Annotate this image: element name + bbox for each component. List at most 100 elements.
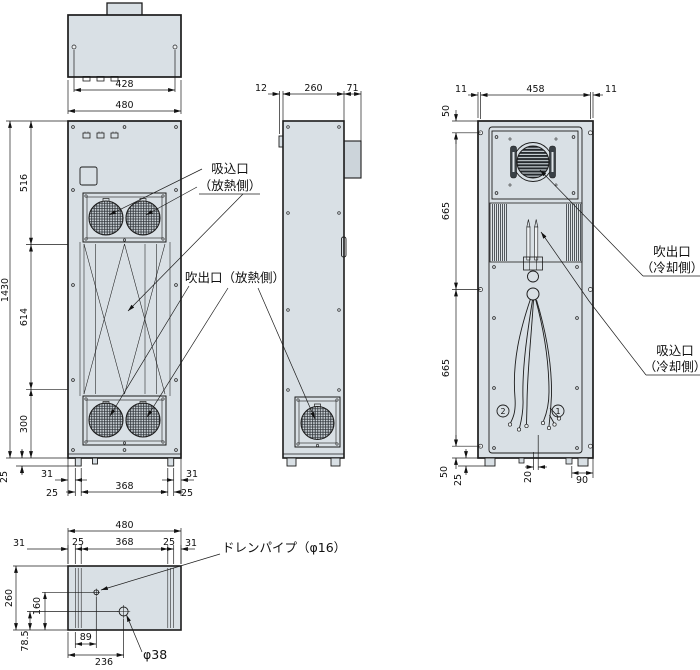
fins-right [565, 204, 581, 261]
leader-line [539, 169, 644, 277]
dim-front-516: 516 [19, 174, 30, 192]
dim-rear-665-lower: 665 [441, 359, 452, 377]
dim-side-260: 260 [304, 83, 322, 94]
dim-front-25-right: 25 [181, 488, 193, 499]
mounting-hole [71, 44, 77, 50]
dim-bottom-25-right: 25 [163, 537, 175, 548]
dim-front-480: 480 [115, 100, 133, 111]
leader-line [100, 553, 221, 591]
dim-bottom-368: 368 [115, 537, 133, 548]
leader-line [108, 168, 203, 216]
top-terminals [82, 76, 119, 82]
side-feet [286, 457, 341, 467]
fan-grille [300, 405, 335, 441]
callout-outlet-heat-side: 吹出口（放熱側） [109, 270, 316, 420]
side-screws [286, 125, 341, 392]
outlet-cool-label-line1: 吹出口 [653, 244, 691, 259]
mounting-hole [172, 44, 178, 50]
dim-bottom-160: 160 [32, 597, 43, 615]
leader-line [145, 186, 198, 216]
leader-line [127, 193, 244, 312]
dimensions-rear: 458 11 11 50 665 665 50 25 20 90 [439, 84, 617, 486]
callout-outlet-cool-side: 吹出口 （冷却側） [539, 169, 700, 277]
dim-side-12: 12 [255, 83, 267, 94]
side-handle [341, 236, 347, 258]
intake-cool-label-line2: （冷却側） [644, 359, 700, 374]
dim-rear-20: 20 [523, 471, 534, 483]
intake-heat-label-line1: 吸込口 [211, 161, 249, 176]
dimensions-top: 428 [67, 50, 182, 114]
drain-pipe-hole [92, 588, 100, 596]
phi38-label: φ38 [143, 647, 167, 662]
outlet-cool-label-line2: （冷却側） [641, 260, 700, 275]
dim-rear-458: 458 [526, 84, 544, 95]
side-body [282, 120, 345, 459]
dim-top-428: 428 [115, 79, 133, 90]
callout-drain-pipe: ドレンパイプ（φ16） [100, 540, 346, 591]
front-body [67, 120, 182, 459]
number-1-text: 1 [555, 407, 560, 416]
dimensions-front: 480 1430 516 614 300 25 31 31 25 368 25 [0, 100, 198, 499]
dim-front-300: 300 [19, 415, 30, 433]
dim-rear-50-top: 50 [441, 105, 452, 117]
front-top-fan-panel [82, 192, 167, 243]
dim-rear-50-bottom: 50 [439, 466, 450, 478]
front-middle-lattice [79, 242, 171, 396]
side-duct [343, 140, 362, 179]
phi38-hole [117, 605, 131, 618]
top-body [67, 14, 182, 78]
side-fan-panel [294, 396, 341, 448]
dim-bottom-25-left: 25 [72, 537, 84, 548]
intake-cool-label-line1: 吸込口 [656, 343, 694, 358]
bottom-rails [75, 568, 174, 628]
fan-grille [125, 200, 161, 236]
dim-rear-11-left: 11 [455, 84, 467, 95]
dim-bottom-260: 260 [4, 589, 15, 607]
view-side: 12 260 71 [255, 83, 362, 467]
view-top: 428 [67, 2, 182, 114]
dim-rear-665-upper: 665 [441, 202, 452, 220]
fins-left [491, 204, 507, 261]
front-bottom-fan-panel [82, 395, 167, 446]
dim-rear-11-right: 11 [605, 84, 617, 95]
intake-heat-label-line2: （放熱側） [199, 178, 262, 193]
dim-bottom-31-left: 31 [13, 538, 25, 549]
dimensions-bottom: 480 31 25 368 25 31 260 160 78.5 89 236 [4, 520, 197, 668]
cables [507, 298, 562, 432]
dim-front-31-right: 31 [186, 469, 198, 480]
pipe-clamp [523, 256, 543, 271]
leader-line [109, 285, 190, 417]
front-screws [71, 125, 178, 452]
callout-number-1: 1 [551, 404, 565, 418]
dim-bottom-78-5: 78.5 [20, 630, 31, 651]
leader-line [257, 287, 316, 420]
leader-line [126, 614, 143, 653]
view-front: 480 1430 516 614 300 25 31 31 25 368 25 [0, 100, 198, 499]
dim-bottom-236: 236 [95, 657, 113, 668]
front-feet [74, 457, 175, 467]
callout-phi38: φ38 [126, 614, 167, 662]
dim-rear-90: 90 [576, 475, 588, 486]
outlet-heat-label: 吹出口（放熱側） [185, 270, 285, 285]
dim-side-71: 71 [346, 83, 358, 94]
rear-fin-section [489, 202, 583, 271]
leader-line [146, 287, 229, 418]
dim-front-1430: 1430 [0, 278, 11, 302]
view-rear: 2 1 458 11 11 50 665 665 50 25 [439, 84, 617, 486]
callout-intake-heat-side: 吸込口 （放熱側） [108, 161, 262, 312]
dim-front-25-left: 25 [46, 488, 58, 499]
callout-number-2: 2 [496, 404, 510, 418]
dim-front-368: 368 [115, 481, 133, 492]
dim-rear-25: 25 [453, 474, 464, 486]
dim-bottom-89: 89 [80, 632, 92, 643]
drain-pipe-label: ドレンパイプ（φ16） [222, 540, 346, 555]
dim-bottom-31-right: 31 [185, 538, 197, 549]
dim-front-614: 614 [19, 308, 30, 326]
front-access-panel [79, 166, 98, 186]
cable-entry [526, 287, 540, 301]
blower-outlet [516, 145, 550, 179]
fan-grille [125, 402, 161, 438]
dim-front-foot-25: 25 [0, 471, 10, 483]
